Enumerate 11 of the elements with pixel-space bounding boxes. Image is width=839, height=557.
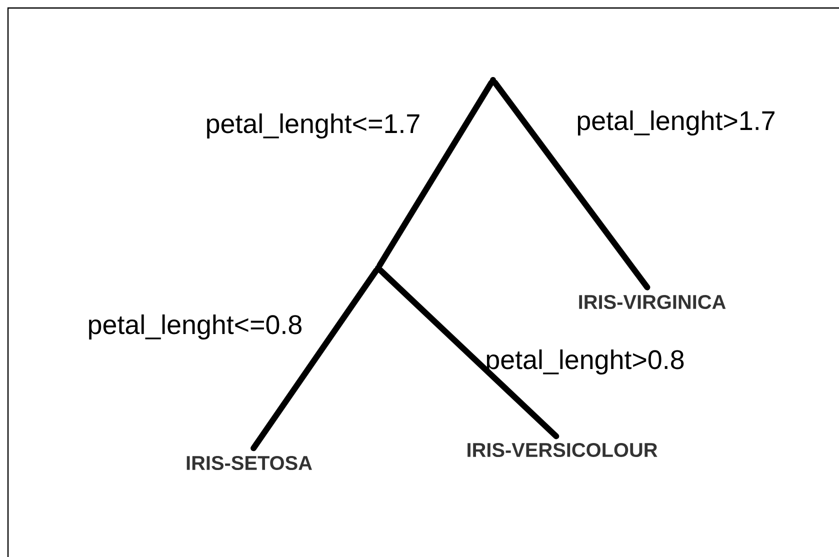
branch-line [376,80,494,268]
leaf-label: IRIS-SETOSA [186,456,312,470]
branch-line [492,80,650,290]
branch-line [377,267,560,440]
leaf-label: IRIS-VIRGINICA [579,294,726,310]
edge-label: petal_lenght<=1.7 [207,113,420,139]
leaf-label: IRIS-VERSICOLOUR [468,442,658,458]
edge-label: petal_lenght<=0.8 [89,314,302,340]
branch-line [250,268,380,452]
edge-label: petal_lenght>1.7 [578,110,774,136]
edge-label: petal_lenght>0.8 [486,349,684,375]
